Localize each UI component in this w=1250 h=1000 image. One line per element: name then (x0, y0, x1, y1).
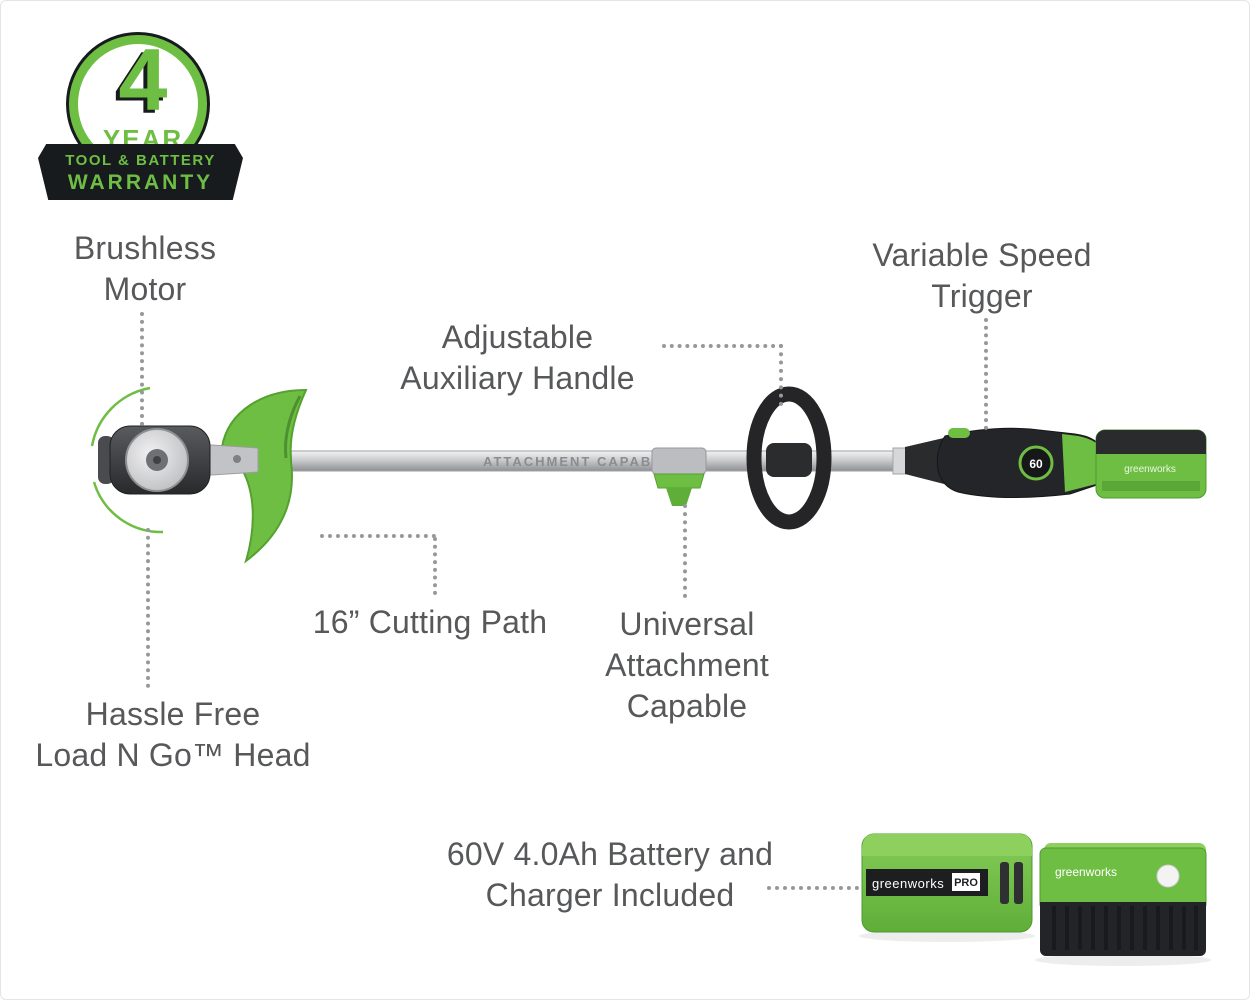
warranty-years-number: 4 (118, 30, 168, 129)
auxiliary-loop-handle (746, 386, 832, 530)
warranty-ribbon-line1: TOOL & BATTERY (65, 152, 216, 169)
callout-universal-line3: Capable (626, 688, 748, 724)
warranty-badge: 4 YEAR TOOL & BATTERY WARRANTY (38, 30, 248, 202)
callout-aux-handle-line2: Auxiliary Handle (400, 360, 635, 396)
battery-illustration: greenworks (1039, 843, 1207, 956)
callout-cutting-path: 16” Cutting Path (270, 602, 590, 643)
guard-bolt (233, 455, 241, 463)
callout-aux-handle-line1: Adjustable (441, 319, 594, 355)
callout-universal-attachment: Universal Attachment Capable (578, 604, 796, 727)
leader-line-aux-handle-vertical (779, 344, 783, 406)
callout-battery-charger-line1: 60V 4.0Ah Battery and (446, 836, 774, 872)
leader-line-aux-handle-horizontal (662, 344, 783, 348)
callout-load-n-go-line2: Load N Go™ Head (35, 737, 311, 773)
voltage-roundel (1018, 445, 1054, 481)
battery-brand-text: greenworks (1055, 865, 1117, 879)
motor-trigger-housing: 60 (892, 427, 1106, 499)
callout-universal-line1: Universal (619, 606, 755, 642)
leader-line-load-n-go (146, 528, 150, 688)
trimmer-head (98, 425, 211, 495)
callout-adjustable-aux-handle: Adjustable Auxiliary Handle (355, 317, 680, 399)
attachment-coupler (651, 447, 707, 506)
callout-battery-charger-line2: Charger Included (485, 877, 735, 913)
callout-variable-speed-trigger: Variable Speed Trigger (832, 235, 1132, 317)
charger-illustration: greenworks PRO (861, 833, 1033, 933)
charger-pro-text: PRO (954, 877, 978, 889)
callout-load-n-go-line1: Hassle Free (85, 696, 261, 732)
leader-line-battery-charger (767, 886, 859, 890)
callout-brushless-motor: Brushless Motor (35, 228, 255, 310)
leader-line-cutting-path-horizontal (320, 534, 436, 538)
leader-line-cutting-path-vertical (433, 537, 437, 595)
callout-universal-line2: Attachment (605, 647, 769, 683)
warranty-ribbon: TOOL & BATTERY WARRANTY (38, 144, 243, 200)
callout-variable-speed-line1: Variable Speed (872, 237, 1092, 273)
callout-brushless-motor-line1: Brushless (73, 230, 217, 266)
callout-battery-charger: 60V 4.0Ah Battery and Charger Included (425, 834, 795, 916)
charger-brand-text: greenworks (872, 876, 944, 891)
shaft-print-text: ATTACHMENT CAPABLE ▸ (483, 454, 687, 469)
trimmer-guard (220, 388, 308, 564)
callout-cutting-path-line1: 16” Cutting Path (312, 604, 548, 640)
leader-line-brushless-motor (140, 312, 144, 426)
callout-brushless-motor-line2: Motor (103, 271, 187, 307)
guard-inner-edge (284, 395, 302, 459)
callout-load-n-go: Hassle Free Load N Go™ Head (8, 694, 338, 776)
leader-line-variable-speed (984, 318, 988, 430)
warranty-ribbon-line2: WARRANTY (67, 171, 214, 194)
trimmer-battery-brand: greenworks (1124, 464, 1176, 475)
leader-line-universal-attachment (683, 504, 687, 598)
voltage-roundel-text: 60 (1029, 457, 1043, 471)
trimmer-battery-pack: greenworks (1095, 429, 1207, 499)
callout-variable-speed-line2: Trigger (931, 278, 1033, 314)
